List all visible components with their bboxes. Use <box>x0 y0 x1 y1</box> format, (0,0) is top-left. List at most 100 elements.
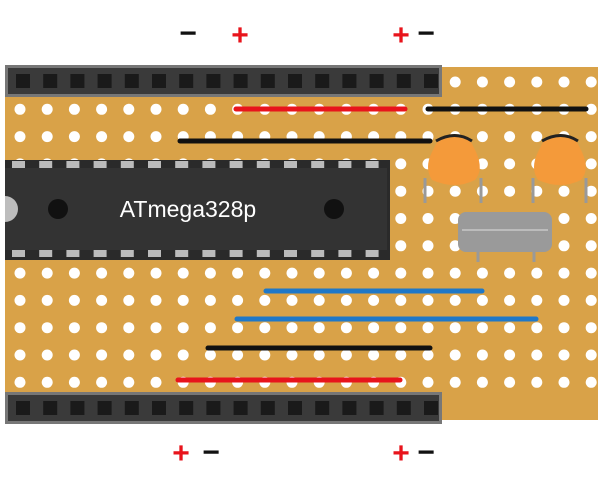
chip-dot-right <box>324 199 344 219</box>
board-hole <box>558 213 570 224</box>
board-hole <box>395 322 407 334</box>
board-hole <box>476 294 488 306</box>
board-hole <box>504 294 516 306</box>
board-hole <box>150 103 162 115</box>
board-hole <box>558 267 570 279</box>
board-hole <box>422 267 434 279</box>
board-hole <box>504 131 516 143</box>
chip-pin <box>284 161 297 168</box>
board-hole <box>41 322 53 334</box>
board-hole <box>177 267 189 279</box>
board-hole <box>422 294 434 306</box>
board-hole <box>14 294 26 306</box>
board-hole <box>368 349 380 361</box>
board-hole <box>504 349 516 361</box>
board-hole <box>531 294 543 306</box>
board-hole <box>286 267 298 279</box>
board-hole <box>558 376 570 388</box>
polarity-bottom-3: + <box>392 437 410 470</box>
board-hole <box>286 294 298 306</box>
header-pin <box>396 401 411 415</box>
top-pin-header <box>5 65 442 97</box>
board-hole <box>123 131 135 143</box>
board-hole <box>204 103 216 115</box>
header-pin <box>206 74 221 88</box>
board-hole <box>68 267 80 279</box>
board-hole <box>340 349 352 361</box>
board-hole <box>558 240 570 252</box>
header-pin <box>233 401 248 415</box>
board-hole <box>14 267 26 279</box>
chip-pin <box>175 161 189 168</box>
board-hole <box>558 294 570 306</box>
board-hole <box>340 267 352 279</box>
board-hole <box>558 185 570 197</box>
chip-pin <box>120 250 134 257</box>
board-hole <box>395 185 407 197</box>
board-hole <box>204 349 216 361</box>
header-pin <box>16 401 30 415</box>
header-pin <box>43 401 58 415</box>
board-hole <box>449 349 461 361</box>
board-hole <box>504 185 516 197</box>
board-hole <box>531 76 543 88</box>
header-pin <box>233 74 248 88</box>
board-hole <box>177 322 189 334</box>
board-hole <box>313 294 325 306</box>
header-pin <box>124 401 139 415</box>
board-hole <box>150 267 162 279</box>
board-hole <box>504 158 516 170</box>
chip-pin <box>229 250 243 257</box>
board-hole <box>150 294 162 306</box>
board-hole <box>123 294 135 306</box>
board-hole <box>286 322 298 334</box>
board-hole <box>68 103 80 115</box>
board-hole <box>558 349 570 361</box>
board-hole <box>558 76 570 88</box>
board-hole <box>476 349 488 361</box>
header-pin <box>369 401 384 415</box>
board-hole <box>177 294 189 306</box>
board-hole <box>395 294 407 306</box>
bottom-pin-header <box>5 392 442 424</box>
polarity-bottom-2: − <box>202 436 220 469</box>
chip-pin <box>66 161 80 168</box>
board-hole <box>585 322 597 334</box>
board-hole <box>96 376 108 388</box>
polarity-bottom-1: + <box>172 437 190 470</box>
chip-pin <box>148 161 161 168</box>
header-pin <box>424 401 438 415</box>
board-hole <box>449 294 461 306</box>
board-hole <box>14 349 26 361</box>
chip-pin <box>365 250 379 257</box>
board-hole <box>150 376 162 388</box>
header-pin <box>424 74 438 88</box>
board-hole <box>41 349 53 361</box>
header-pin <box>152 74 166 88</box>
board-hole <box>123 103 135 115</box>
chip-pin <box>311 250 325 257</box>
chip-pin <box>256 250 270 257</box>
jumper-wires <box>175 106 589 383</box>
board-hole <box>96 349 108 361</box>
board-hole <box>422 349 434 361</box>
board-hole <box>395 267 407 279</box>
board-hole <box>449 213 461 224</box>
board-hole <box>177 103 189 115</box>
board-hole <box>259 322 271 334</box>
header-pin <box>124 74 139 88</box>
board-hole <box>96 103 108 115</box>
board-hole <box>449 185 461 197</box>
header-pin <box>179 74 194 88</box>
header-pin <box>70 401 85 415</box>
header-pin <box>97 74 112 88</box>
board-hole <box>96 294 108 306</box>
board-hole <box>449 267 461 279</box>
board-hole <box>368 267 380 279</box>
board-hole <box>123 376 135 388</box>
capacitor-left <box>423 134 483 203</box>
board-hole <box>531 349 543 361</box>
chip-notch <box>5 196 18 222</box>
board-hole <box>368 294 380 306</box>
